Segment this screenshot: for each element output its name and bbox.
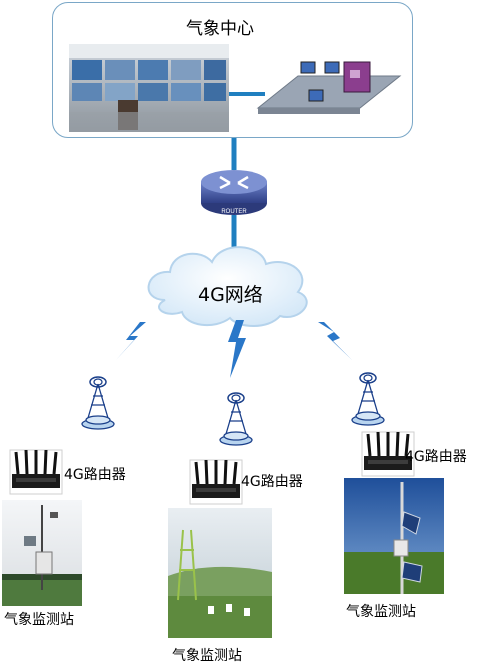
4g-network-cloud-icon [147,246,308,327]
station-label-left: 气象监测站 [4,612,74,628]
signal-bolts [116,320,352,378]
weather-center-title: 气象中心 [186,19,254,39]
station-label-middle: 气象监测站 [172,648,242,664]
router-label-left: 4G路由器 [64,467,126,483]
lightning-icon-right [318,322,352,360]
4g-router-icon-right [361,431,415,477]
cell-tower-icon-middle [219,392,253,446]
network-label: 4G网络 [198,284,263,306]
router-label-right: 4G路由器 [405,449,467,465]
lightning-icon-middle [228,320,246,378]
lightning-icon-left [116,322,146,360]
4g-router-icon-left [9,449,63,495]
cell-tower-icon-right [351,372,385,426]
control-room-photo [69,44,229,132]
router-text: ROUTER [221,209,247,215]
lan-computers-icon [256,61,402,114]
4g-router-icon-middle [189,459,243,505]
station-photo-left [2,500,82,606]
station-photo-right [344,478,444,594]
core-router-icon [201,170,267,215]
cell-tower-icon-left [81,376,115,430]
station-label-right: 气象监测站 [346,604,416,620]
router-label-middle: 4G路由器 [241,474,303,490]
station-photo-middle [168,508,272,638]
